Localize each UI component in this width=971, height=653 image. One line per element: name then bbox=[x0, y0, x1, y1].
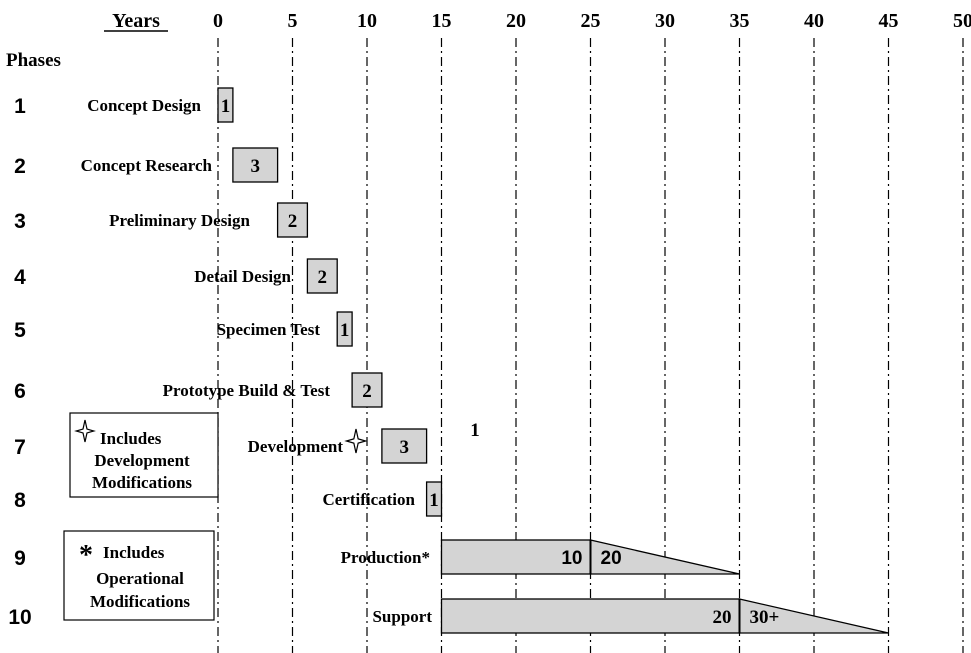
star-icon bbox=[344, 428, 368, 454]
x-tick-label: 40 bbox=[804, 10, 824, 32]
phase-number: 4 bbox=[14, 266, 26, 289]
x-tick-label: 50 bbox=[953, 10, 971, 32]
note-box-development bbox=[69, 412, 219, 498]
years-label: Years bbox=[112, 10, 160, 32]
x-tick-label: 20 bbox=[506, 10, 526, 32]
phase-number: 7 bbox=[14, 436, 26, 459]
phase-name: Detail Design bbox=[194, 267, 291, 286]
phase-bar-label: 2 bbox=[318, 267, 328, 288]
phase-bar-label: 1 bbox=[221, 96, 231, 117]
phase-number: 6 bbox=[14, 380, 26, 403]
x-tick-label: 25 bbox=[581, 10, 601, 32]
phase-bar bbox=[381, 428, 428, 464]
phase-bar bbox=[306, 258, 338, 294]
note-text: Modifications bbox=[92, 473, 192, 492]
phase-name: Specimen Test bbox=[217, 320, 321, 339]
note-text: Modifications bbox=[90, 592, 190, 611]
phase-number: 8 bbox=[14, 489, 26, 512]
note-text: Includes bbox=[100, 429, 162, 448]
note-box-operational bbox=[63, 530, 215, 621]
phase-number: 9 bbox=[14, 547, 26, 570]
phase-name: Prototype Build & Test bbox=[163, 381, 331, 400]
phases-label: Phases bbox=[6, 50, 61, 71]
asterisk-icon: * bbox=[79, 540, 93, 571]
x-tick-label: 30 bbox=[655, 10, 675, 32]
phase-bar-label: 3 bbox=[251, 156, 261, 177]
phase-number: 2 bbox=[14, 155, 26, 178]
note-text: Development bbox=[94, 451, 190, 470]
phase-number: 10 bbox=[8, 606, 31, 629]
phase-bar bbox=[440, 598, 741, 634]
x-tick-label: 35 bbox=[730, 10, 750, 32]
phase-bar-label-right: 30+ bbox=[750, 607, 780, 628]
note-text: Includes bbox=[103, 543, 165, 562]
phase-bar-label-left: 20 bbox=[713, 607, 732, 628]
phase-bar-label-right: 20 bbox=[601, 548, 622, 569]
phase-name: Preliminary Design bbox=[109, 211, 250, 230]
x-tick-label: 10 bbox=[357, 10, 377, 32]
phase-number: 5 bbox=[14, 319, 26, 342]
x-tick-label: 5 bbox=[288, 10, 298, 32]
phase-number: 3 bbox=[14, 210, 26, 233]
phase-bar-label-left: 10 bbox=[561, 548, 582, 569]
phase-bar bbox=[425, 481, 443, 517]
phase-name: Concept Research bbox=[81, 156, 213, 175]
star-icon bbox=[74, 419, 96, 443]
phase-bar-label: 1 bbox=[429, 490, 439, 511]
phase-bar bbox=[440, 539, 592, 575]
phase-name: Concept Design bbox=[87, 96, 201, 115]
phase-number: 1 bbox=[14, 95, 26, 118]
phase-bar-label: 3 bbox=[400, 437, 410, 458]
phase-bar-label: 2 bbox=[288, 211, 298, 232]
phase-name: Certification bbox=[322, 490, 415, 509]
floating-label: 1 bbox=[470, 420, 480, 441]
x-tick-label: 0 bbox=[213, 10, 223, 32]
phase-name: Production* bbox=[341, 548, 430, 567]
phase-bar-label: 1 bbox=[340, 320, 350, 341]
phase-bar-label: 2 bbox=[362, 381, 372, 402]
phase-bar bbox=[276, 202, 309, 238]
phase-bar bbox=[336, 311, 353, 347]
phase-bar bbox=[217, 87, 234, 123]
phase-bar bbox=[351, 372, 383, 408]
x-tick-label: 45 bbox=[879, 10, 899, 32]
phase-name: Development bbox=[248, 437, 344, 456]
phase-name: Support bbox=[372, 607, 432, 626]
x-tick-label: 15 bbox=[432, 10, 452, 32]
note-text: Operational bbox=[96, 569, 184, 588]
phase-bar bbox=[232, 147, 279, 183]
